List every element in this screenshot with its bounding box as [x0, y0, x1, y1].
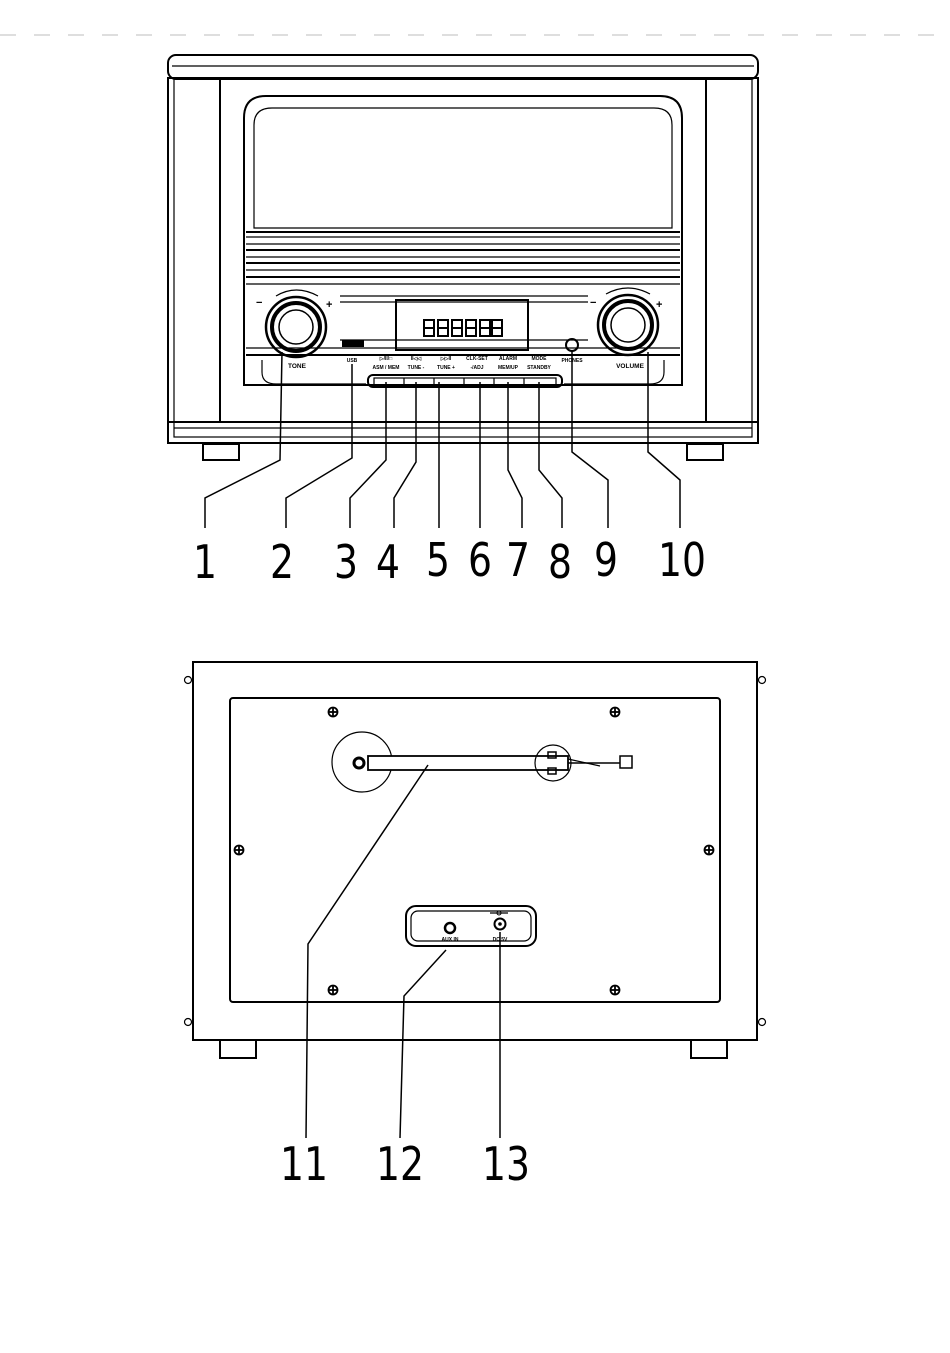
front-foot-left	[203, 444, 239, 460]
button-6-top-label: MODE	[532, 356, 548, 362]
callout-4: 4	[376, 535, 400, 589]
volume-plus-mark: +	[656, 299, 662, 311]
tone-plus-mark: +	[326, 299, 332, 311]
back-screws	[235, 708, 714, 995]
aux-in-label: AUX IN	[442, 937, 459, 943]
button-3-bottom-label: TUNE +	[437, 365, 455, 371]
callout-7: 7	[506, 533, 530, 587]
callout-10: 10	[658, 533, 706, 587]
button-5-bottom-label: MEM/UP	[498, 365, 519, 371]
volume-knob[interactable]	[598, 288, 658, 355]
connector-panel	[406, 906, 536, 946]
callout-5: 5	[426, 533, 450, 587]
callout-8: 8	[548, 535, 572, 589]
callout-6: 6	[468, 533, 492, 587]
front-cabinet	[168, 78, 758, 443]
button-2-top-label: II◁◁	[411, 356, 422, 362]
back-foot-right	[691, 1040, 727, 1058]
button-2-bottom-label: TUNE -	[408, 365, 425, 371]
button-4-bottom-label: -/ADJ	[470, 365, 483, 371]
front-foot-right	[687, 444, 723, 460]
front-lid	[168, 55, 758, 79]
lcd-digits	[424, 320, 502, 336]
button-6-bottom-label: STANDBY	[527, 365, 551, 371]
callout-13: 13	[482, 1137, 530, 1191]
back-leader-lines	[306, 765, 500, 1138]
back-callout-numbers: 11 12 13	[280, 1137, 530, 1191]
callout-11: 11	[280, 1137, 328, 1191]
button-4-top-label: CLK-SET	[466, 356, 488, 362]
tone-minus-mark: −	[256, 297, 262, 309]
fm-antenna[interactable]	[332, 732, 632, 792]
front-grille-frame	[244, 96, 682, 385]
back-panel	[230, 698, 720, 1002]
callout-1: 1	[193, 535, 217, 589]
callout-3: 3	[334, 535, 358, 589]
callout-9: 9	[594, 533, 618, 587]
button-labels: ▷/II/□ ASM / MEM II◁◁ TUNE - ▷▷II TUNE +…	[373, 356, 552, 371]
speaker-grille	[254, 108, 672, 228]
volume-label: VOLUME	[616, 363, 644, 370]
button-bar	[368, 375, 562, 387]
back-view: AUX IN DC 5V	[185, 662, 766, 1058]
button-3-top-label: ▷▷II	[440, 356, 452, 362]
front-callout-numbers: 1 2 3 4 5 6 7 8 9 10	[193, 533, 706, 589]
callout-2: 2	[270, 535, 294, 589]
aux-in-jack[interactable]	[445, 923, 455, 933]
button-5-top-label: ALARM	[499, 356, 517, 362]
volume-minus-mark: −	[590, 297, 596, 309]
button-1-bottom-label: ASM / MEM	[373, 365, 400, 371]
callout-12: 12	[376, 1137, 424, 1191]
front-view: − + TONE − + VOLUME USB PHONES ▷/II/□ AS…	[168, 55, 758, 460]
tone-arc-arrow	[276, 290, 318, 296]
usb-port[interactable]	[342, 340, 364, 347]
back-cabinet	[193, 662, 757, 1040]
tone-knob[interactable]	[266, 290, 326, 357]
phones-jack[interactable]	[566, 339, 578, 351]
back-foot-left	[220, 1040, 256, 1058]
button-1-top-label: ▷/II/□	[379, 356, 392, 362]
usb-label: USB	[347, 358, 358, 364]
volume-arc-arrow	[606, 288, 650, 294]
tone-label: TONE	[288, 363, 307, 370]
